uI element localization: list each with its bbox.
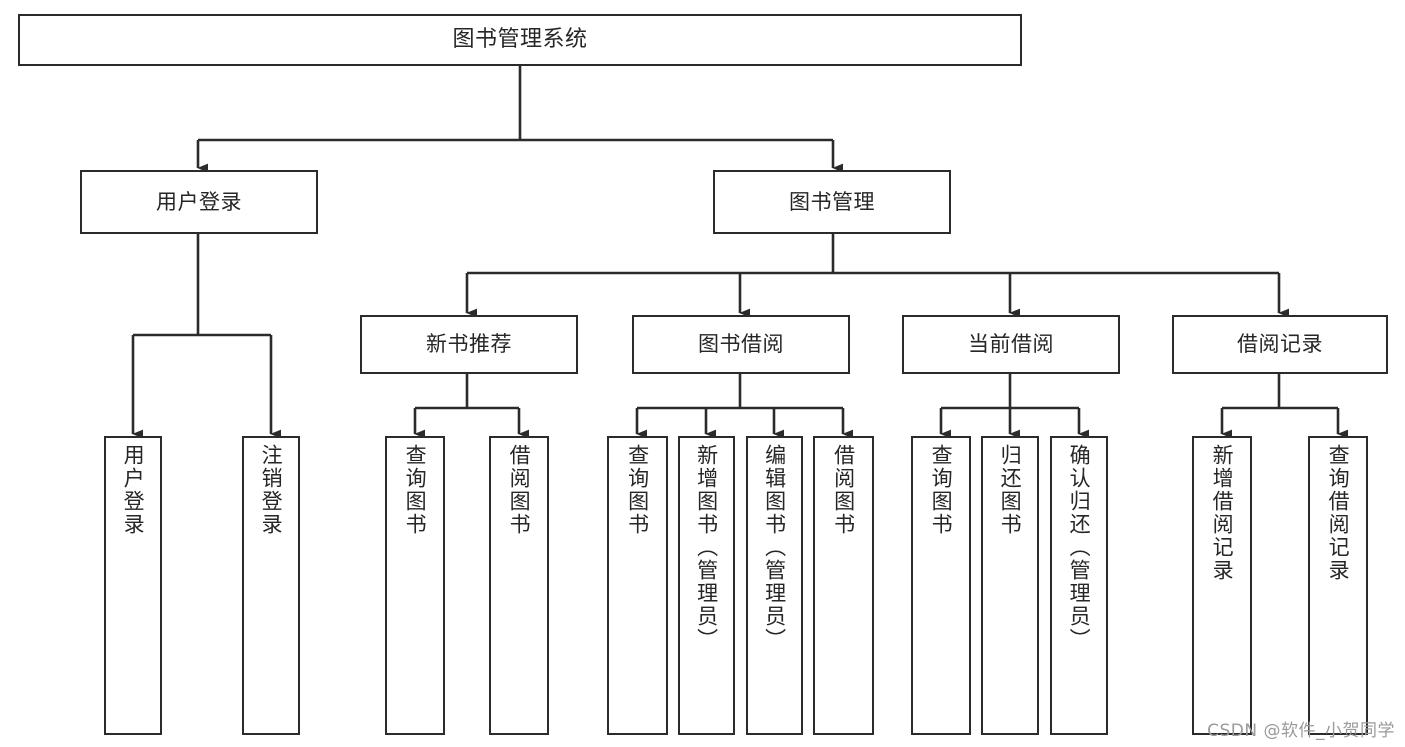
csdn-watermark: CSDN @软件_小贺同学 (1207, 721, 1395, 741)
node-leaf-edit-book[interactable]: 编辑图书（管理员） (746, 436, 803, 735)
node-book-manage-label: 图书管理 (789, 189, 875, 214)
node-book-borrow[interactable]: 图书借阅 (632, 315, 850, 374)
node-book-borrow-label: 图书借阅 (698, 332, 784, 356)
node-leaf-query-record[interactable]: 查询借阅记录 (1308, 436, 1368, 735)
node-leaf-borrow-book-2[interactable]: 借阅图书 (813, 436, 874, 735)
node-leaf-query-record-label: 查询借阅记录 (1326, 444, 1351, 582)
node-leaf-edit-book-label: 编辑图书（管理员） (762, 444, 787, 651)
node-new-book-recommend[interactable]: 新书推荐 (360, 315, 578, 374)
node-leaf-user-login-label: 用户登录 (121, 444, 146, 536)
node-leaf-confirm-return-label: 确认归还（管理员） (1067, 444, 1092, 651)
node-leaf-borrow-book-2-label: 借阅图书 (831, 444, 856, 536)
node-leaf-return-book[interactable]: 归还图书 (981, 436, 1039, 735)
node-leaf-borrow-book-1[interactable]: 借阅图书 (489, 436, 549, 735)
node-leaf-query-book-3-label: 查询图书 (929, 444, 954, 536)
node-leaf-add-book[interactable]: 新增图书（管理员） (678, 436, 735, 735)
node-leaf-add-record-label: 新增借阅记录 (1210, 444, 1235, 582)
node-leaf-query-book-2-label: 查询图书 (625, 444, 650, 536)
node-leaf-borrow-book-1-label: 借阅图书 (507, 444, 532, 536)
node-leaf-add-book-label: 新增图书（管理员） (694, 444, 719, 651)
node-user-login[interactable]: 用户登录 (80, 170, 318, 234)
node-borrow-record[interactable]: 借阅记录 (1172, 315, 1388, 374)
node-leaf-user-logout-label: 注销登录 (259, 444, 284, 536)
node-leaf-query-book-1[interactable]: 查询图书 (385, 436, 445, 735)
node-leaf-user-login[interactable]: 用户登录 (104, 436, 162, 735)
node-root[interactable]: 图书管理系统 (18, 14, 1022, 66)
node-current-borrow-label: 当前借阅 (968, 332, 1054, 356)
node-current-borrow[interactable]: 当前借阅 (902, 315, 1120, 374)
node-new-book-recommend-label: 新书推荐 (426, 332, 512, 356)
node-leaf-confirm-return[interactable]: 确认归还（管理员） (1050, 436, 1108, 735)
node-leaf-query-book-2[interactable]: 查询图书 (607, 436, 668, 735)
node-leaf-add-record[interactable]: 新增借阅记录 (1192, 436, 1252, 735)
node-root-label: 图书管理系统 (452, 27, 588, 52)
node-borrow-record-label: 借阅记录 (1237, 332, 1323, 356)
node-book-manage[interactable]: 图书管理 (713, 170, 951, 234)
node-user-login-label: 用户登录 (156, 189, 242, 214)
node-leaf-return-book-label: 归还图书 (998, 444, 1023, 536)
node-leaf-query-book-3[interactable]: 查询图书 (911, 436, 971, 735)
node-leaf-user-logout[interactable]: 注销登录 (242, 436, 300, 735)
node-leaf-query-book-1-label: 查询图书 (403, 444, 428, 536)
